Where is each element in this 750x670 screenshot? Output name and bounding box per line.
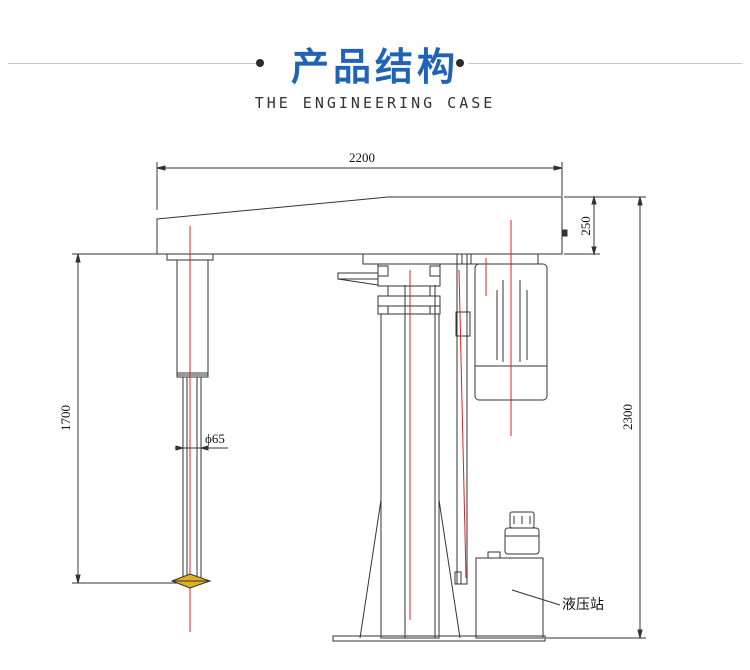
column-top-flange [362,253,472,265]
base-plate [332,635,546,642]
page-title: 产品结构 [290,45,459,89]
page-subtitle: THE ENGINEERING CASE [254,94,496,112]
header-dot-left [256,59,264,67]
dim-shaft-diameter-label: ϕ65 [205,431,225,446]
motor-flange [461,253,539,265]
header-dot-right [456,59,464,67]
cross-arm [156,196,563,255]
dim-width-label: 2200 [349,150,375,165]
arm-end-bolt [561,229,568,237]
mixing-shaft [182,376,202,580]
column-rib-left [359,499,382,639]
hydraulic-station [475,557,544,639]
header-rule-left [8,63,258,64]
impeller-blade [170,573,212,589]
dim-total-height-label: 2300 [620,404,635,430]
hydraulic-station-label: 液压站 [562,597,604,613]
header-rule-right [468,63,742,64]
dim-arm-height-label: 250 [578,216,593,236]
dim-shaft-length-label: 1700 [58,405,73,431]
column-rib-right [438,499,461,639]
